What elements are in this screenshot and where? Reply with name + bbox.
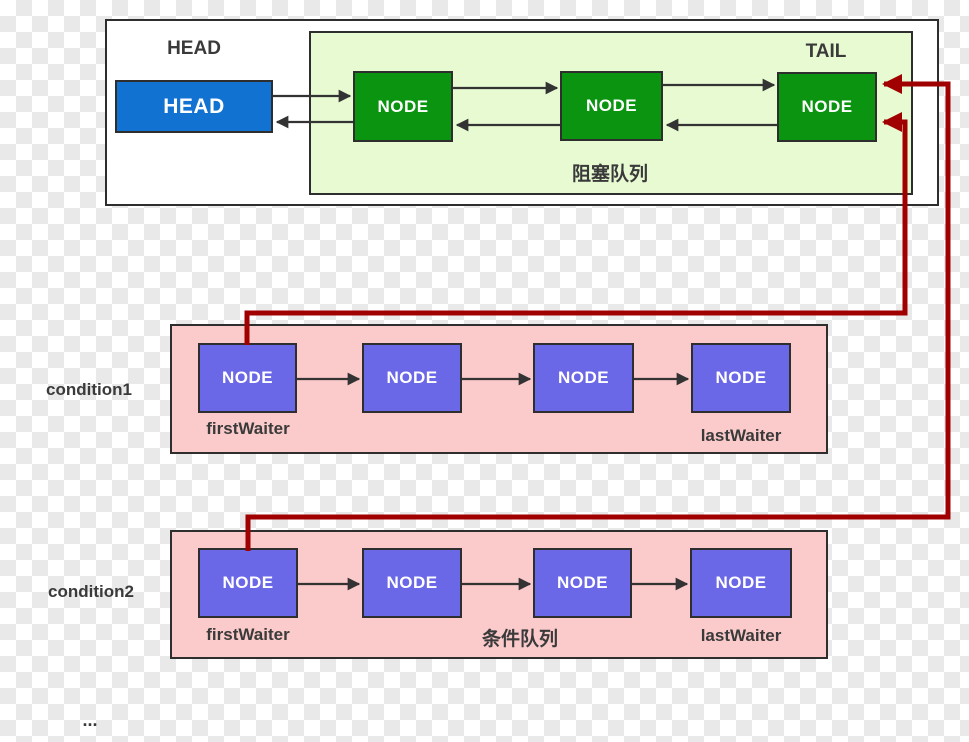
tail-pointer-label: TAIL <box>805 41 847 62</box>
cond2-node-3: NODE <box>533 548 632 618</box>
condition1-label: condition1 <box>46 380 132 399</box>
cond1-node-2: NODE <box>362 343 462 413</box>
condition-queue-label: 条件队列 <box>481 628 558 650</box>
cond1-last-waiter-label: lastWaiter <box>700 426 782 445</box>
cond1-node-1: NODE <box>198 343 297 413</box>
cond1-node-4: NODE <box>691 343 791 413</box>
cond1-node-3: NODE <box>533 343 634 413</box>
sync-node-2: NODE <box>560 71 663 141</box>
head-node-box: HEAD <box>115 80 273 133</box>
cond2-last-waiter-label: lastWaiter <box>700 626 782 645</box>
sync-node-1: NODE <box>353 71 453 142</box>
cond2-node-2: NODE <box>362 548 462 618</box>
condition2-label: condition2 <box>48 582 134 601</box>
sync-node-3-tail: NODE <box>777 72 877 142</box>
cond1-first-waiter-label: firstWaiter <box>206 419 290 438</box>
head-pointer-label: HEAD <box>167 38 221 59</box>
cond2-first-waiter-label: firstWaiter <box>206 625 290 644</box>
blocking-queue-label: 阻塞队列 <box>571 163 648 185</box>
cond2-node-4: NODE <box>690 548 792 618</box>
cond2-node-1: NODE <box>198 548 298 618</box>
more-queues-ellipsis: ... <box>82 709 98 730</box>
